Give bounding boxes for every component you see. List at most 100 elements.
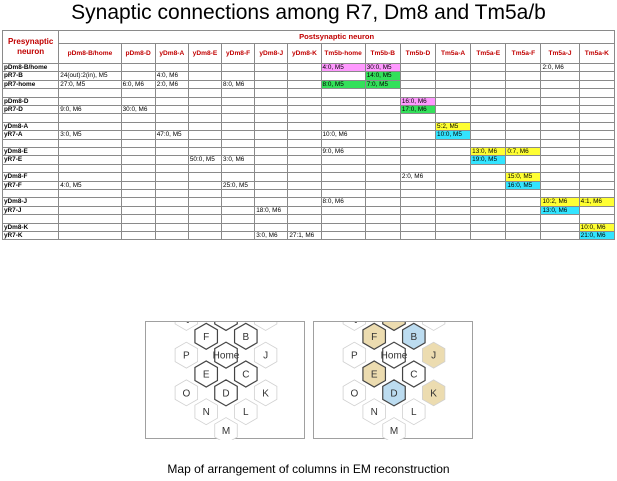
table-cell bbox=[505, 113, 542, 123]
row-label: yDm8-J bbox=[1, 197, 60, 207]
hex-cell bbox=[253, 379, 278, 407]
table-cell bbox=[58, 113, 122, 123]
table-cell bbox=[287, 214, 322, 224]
table-cell bbox=[120, 146, 156, 157]
table-cell bbox=[221, 222, 256, 233]
table-cell bbox=[287, 71, 322, 81]
table-cell bbox=[120, 163, 156, 174]
table-cell bbox=[120, 121, 156, 132]
table-cell bbox=[221, 163, 256, 174]
row-label: pDm8-D bbox=[1, 96, 60, 107]
table-cell bbox=[578, 96, 616, 107]
table-cell: 0:7, M6 bbox=[505, 146, 542, 157]
figure-title: Synaptic connections among R7, Dm8 and T… bbox=[71, 1, 546, 24]
row-label: yR7-E bbox=[1, 155, 60, 165]
table-cell bbox=[221, 138, 256, 149]
hex-label: E bbox=[203, 370, 210, 381]
table-cell bbox=[58, 214, 122, 224]
hex-label: D bbox=[390, 388, 397, 399]
table-cell: 30:0, M5 bbox=[364, 62, 401, 73]
table-cell bbox=[320, 222, 366, 233]
table-cell bbox=[120, 214, 156, 224]
column-header: pDm8-B/home bbox=[58, 43, 122, 64]
table-cell bbox=[470, 88, 507, 98]
hex-map-plain-svg: GRHQAIFHomeBPJECODKNLM bbox=[174, 322, 278, 440]
table-cell bbox=[287, 121, 322, 132]
table-cell bbox=[578, 189, 616, 199]
row-label: yR7-F bbox=[1, 180, 60, 191]
table-cell bbox=[435, 146, 472, 157]
hex-cell bbox=[194, 398, 218, 426]
table-cell bbox=[187, 222, 223, 233]
table-cell bbox=[187, 138, 223, 149]
table-cell bbox=[287, 155, 322, 165]
hex-cell bbox=[402, 398, 426, 426]
table-cell bbox=[470, 163, 507, 174]
column-header: Tm5b-B bbox=[364, 43, 401, 64]
hex-cell bbox=[174, 322, 199, 331]
hex-cell bbox=[421, 322, 446, 331]
table-row bbox=[1, 163, 616, 174]
row-label: pR7-B bbox=[1, 71, 60, 81]
row-label: yR7-J bbox=[1, 205, 60, 216]
table-cell bbox=[470, 197, 507, 207]
table-cell bbox=[254, 88, 289, 98]
hex-label: I bbox=[264, 322, 267, 324]
table-cell bbox=[399, 88, 437, 98]
table-cell bbox=[505, 155, 542, 165]
table-cell: 16:0, M5 bbox=[505, 180, 542, 191]
table-cell bbox=[120, 62, 156, 73]
table-cell: 8:0, M6 bbox=[320, 197, 366, 207]
table-cell bbox=[58, 197, 122, 207]
table-cell bbox=[120, 189, 156, 199]
table-cell bbox=[364, 88, 401, 98]
hex-cell bbox=[253, 322, 278, 331]
table-cell: 4:0, M6 bbox=[154, 71, 189, 81]
table-cell: 3:0, M5 bbox=[58, 130, 122, 140]
hex-map-plain: GRHQAIFHomeBPJECODKNLM bbox=[145, 321, 305, 440]
table-cell bbox=[470, 222, 507, 233]
table-cell: 27:0, M5 bbox=[58, 79, 122, 90]
row-label bbox=[1, 163, 60, 174]
table-cell bbox=[120, 113, 156, 123]
column-header: Tm5a-A bbox=[435, 43, 472, 64]
table-cell bbox=[221, 231, 256, 241]
hex-label: M bbox=[390, 426, 398, 437]
table-cell bbox=[320, 96, 366, 107]
hex-label: E bbox=[371, 370, 378, 381]
table-cell bbox=[254, 71, 289, 81]
hex-label: D bbox=[222, 388, 229, 399]
table-cell bbox=[470, 214, 507, 224]
table-cell bbox=[399, 214, 437, 224]
table-cell bbox=[540, 172, 580, 182]
table-cell bbox=[540, 222, 580, 233]
hex-label: Q bbox=[350, 322, 358, 324]
table-cell bbox=[58, 88, 122, 98]
row-label bbox=[1, 113, 60, 123]
table-cell bbox=[435, 113, 472, 123]
table-cell bbox=[470, 71, 507, 81]
table-cell bbox=[505, 71, 542, 81]
table-cell bbox=[221, 197, 256, 207]
table-cell bbox=[221, 121, 256, 132]
table-cell bbox=[399, 163, 437, 174]
hex-cell bbox=[421, 341, 446, 369]
table-cell bbox=[120, 88, 156, 98]
table-cell bbox=[505, 222, 542, 233]
table-cell bbox=[578, 104, 616, 115]
hex-label: A bbox=[391, 322, 398, 324]
table-cell bbox=[154, 155, 189, 165]
table-cell bbox=[578, 121, 616, 132]
table-cell bbox=[187, 172, 223, 182]
table-cell bbox=[470, 172, 507, 182]
table-cell bbox=[435, 138, 472, 149]
table-cell bbox=[154, 138, 189, 149]
table-cell bbox=[120, 71, 156, 81]
table-row bbox=[1, 113, 616, 123]
table-cell bbox=[399, 180, 437, 191]
table-cell bbox=[399, 197, 437, 207]
table-cell: 8:0, M5 bbox=[320, 79, 366, 90]
table-cell bbox=[505, 163, 542, 174]
table-cell bbox=[578, 138, 616, 149]
row-label: yDm8-F bbox=[1, 172, 60, 182]
